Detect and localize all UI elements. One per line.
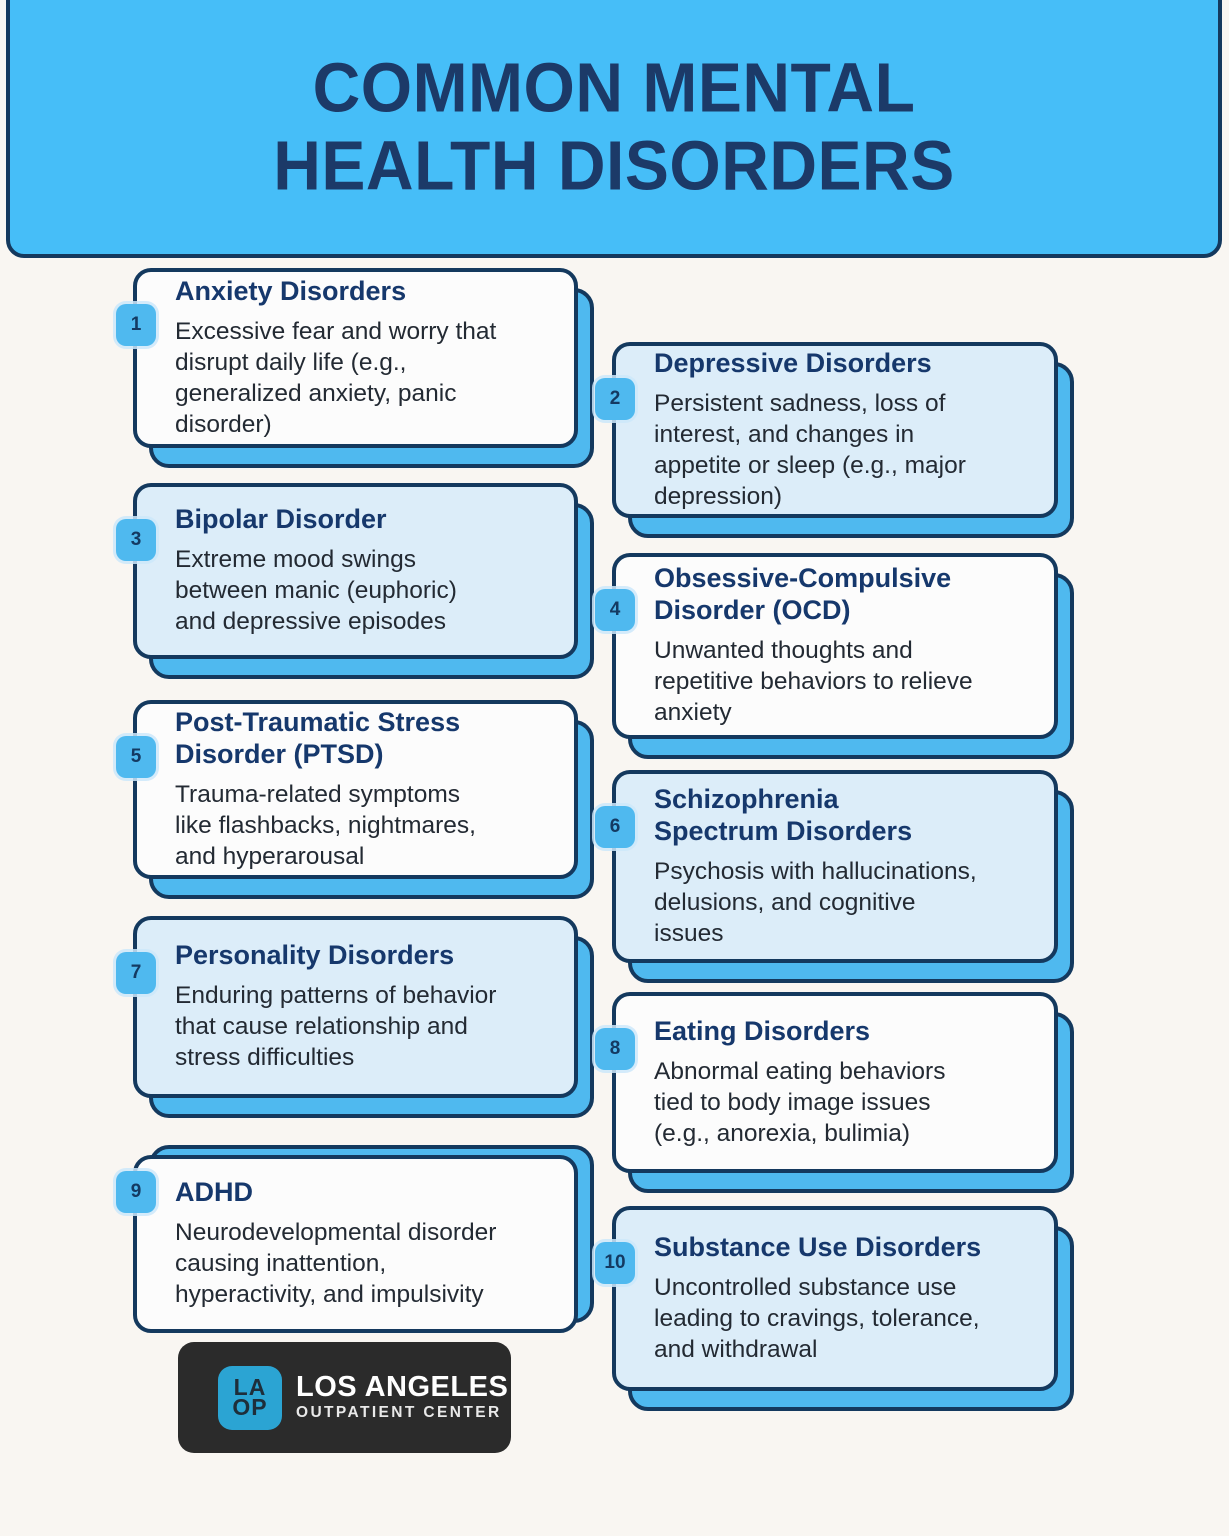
card-description: Uncontrolled substance use leading to cr… <box>654 1273 980 1363</box>
card-number-badge: 7 <box>116 952 156 994</box>
card-number-badge: 6 <box>595 806 635 848</box>
logo-text: LOS ANGELES OUTPATIENT CENTER <box>296 1372 508 1423</box>
card-face: Schizophrenia Spectrum Disorders Psychos… <box>612 770 1058 963</box>
card-title: Depressive Disorders <box>654 347 932 378</box>
card-face: Substance Use Disorders Uncontrolled sub… <box>612 1206 1058 1391</box>
card-personality-disorders: 7 Personality Disorders Enduring pattern… <box>116 916 594 1118</box>
card-number-badge: 9 <box>116 1171 156 1213</box>
card-number-badge: 10 <box>595 1242 635 1284</box>
card-anxiety-disorders: 1 Anxiety Disorders Excessive fear and w… <box>116 268 594 468</box>
card-number-badge: 2 <box>595 378 635 420</box>
card-title: Substance Use Disorders <box>654 1231 982 1262</box>
card-title: ADHD <box>175 1177 253 1208</box>
card-description: Extreme mood swings between manic (eupho… <box>175 546 457 636</box>
card-depressive-disorders: 2 Depressive Disorders Persistent sadnes… <box>595 342 1074 538</box>
card-title: Obsessive-Compulsive Disorder (OCD) <box>654 563 952 626</box>
card-face: Eating Disorders Abnormal eating behavio… <box>612 992 1058 1173</box>
card-schizophrenia-spectrum: 6 Schizophrenia Spectrum Disorders Psych… <box>595 770 1074 983</box>
monogram-bottom: OP <box>232 1393 268 1420</box>
card-face: Anxiety Disorders Excessive fear and wor… <box>133 268 578 448</box>
laop-monogram-icon: LA OP <box>218 1365 282 1430</box>
card-title: Post-Traumatic Stress Disorder (PTSD) <box>175 706 461 769</box>
card-description: Neurodevelopmental disorder causing inat… <box>175 1219 497 1309</box>
card-adhd: 9 ADHD Neurodevelopmental disorder causi… <box>116 1145 594 1333</box>
card-face: Obsessive-Compulsive Disorder (OCD) Unwa… <box>612 553 1058 739</box>
card-description: Unwanted thoughts and repetitive behavio… <box>654 637 973 727</box>
card-substance-use-disorders: 10 Substance Use Disorders Uncontrolled … <box>595 1206 1074 1411</box>
card-title: Personality Disorders <box>175 940 455 971</box>
card-number-badge: 3 <box>116 519 156 561</box>
card-ocd: 4 Obsessive-Compulsive Disorder (OCD) Un… <box>595 553 1074 759</box>
card-title: Eating Disorders <box>654 1015 871 1046</box>
card-description: Abnormal eating behaviors tied to body i… <box>654 1057 946 1147</box>
card-title: Bipolar Disorder <box>175 504 387 535</box>
card-title: Anxiety Disorders <box>175 275 407 306</box>
logo-name: LOS ANGELES <box>296 1371 509 1404</box>
card-face: Personality Disorders Enduring patterns … <box>133 916 578 1098</box>
card-face: Post-Traumatic Stress Disorder (PTSD) Tr… <box>133 700 578 879</box>
card-eating-disorders: 8 Eating Disorders Abnormal eating behav… <box>595 992 1074 1193</box>
card-face: ADHD Neurodevelopmental disorder causing… <box>133 1155 578 1333</box>
card-bipolar-disorder: 3 Bipolar Disorder Extreme mood swings b… <box>116 483 594 679</box>
card-title: Schizophrenia Spectrum Disorders <box>654 783 913 846</box>
card-face: Bipolar Disorder Extreme mood swings bet… <box>133 483 578 659</box>
logo-subtitle: OUTPATIENT CENTER <box>296 1403 502 1421</box>
card-description: Persistent sadness, loss of interest, an… <box>654 389 966 511</box>
card-description: Psychosis with hallucinations, delusions… <box>654 857 977 947</box>
card-description: Enduring patterns of behavior that cause… <box>175 982 497 1072</box>
card-number-badge: 1 <box>116 304 156 346</box>
card-face: Depressive Disorders Persistent sadness,… <box>612 342 1058 518</box>
page-title: COMMON MENTAL HEALTH DISORDERS <box>273 48 955 204</box>
card-number-badge: 4 <box>595 589 635 631</box>
card-description: Excessive fear and worry that disrupt da… <box>175 317 497 439</box>
monogram-top: LA <box>233 1373 267 1400</box>
card-ptsd: 5 Post-Traumatic Stress Disorder (PTSD) … <box>116 700 594 899</box>
header-banner: COMMON MENTAL HEALTH DISORDERS <box>6 0 1222 258</box>
card-number-badge: 5 <box>116 736 156 778</box>
card-description: Trauma-related symptoms like flashbacks,… <box>175 780 476 870</box>
laop-logo: LA OP LOS ANGELES OUTPATIENT CENTER <box>178 1342 511 1453</box>
card-number-badge: 8 <box>595 1028 635 1070</box>
